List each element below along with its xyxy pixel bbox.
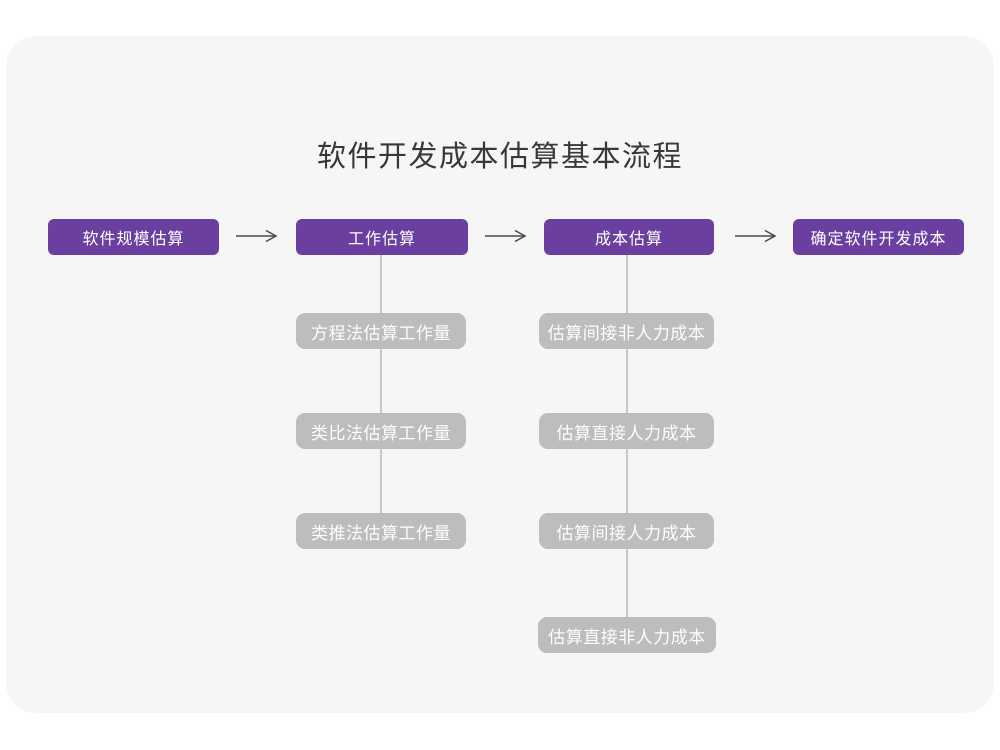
main-node-software-scale-estimation: 软件规模估算: [48, 219, 219, 255]
flow-arrow-icon-3: [734, 229, 778, 243]
diagram-title: 软件开发成本估算基本流程: [316, 141, 683, 173]
flow-arrow-icon-1: [235, 229, 279, 243]
cost-child-node-indirect-labor: 估算间接人力成本: [539, 513, 714, 549]
work-child-node-equation-method: 方程法估算工作量: [296, 313, 466, 349]
main-node-determine-development-cost: 确定软件开发成本: [793, 219, 964, 255]
work-child-node-analogy-method: 类比法估算工作量: [296, 413, 466, 449]
cost-child-node-indirect-non-labor: 估算间接非人力成本: [539, 313, 714, 349]
work-child-node-extrapolation-method: 类推法估算工作量: [296, 513, 466, 549]
main-node-work-estimation: 工作估算: [296, 219, 468, 255]
diagram-card: 软件开发成本估算基本流程 软件规模估算 工作估算 成本估算 确定软件开发成本: [6, 36, 994, 713]
flow-arrow-icon-2: [484, 229, 528, 243]
main-node-cost-estimation: 成本估算: [544, 219, 714, 255]
work-estimation-connector-line: [380, 255, 382, 532]
cost-child-node-direct-non-labor: 估算直接非人力成本: [538, 617, 716, 653]
cost-child-node-direct-labor: 估算直接人力成本: [539, 413, 714, 449]
